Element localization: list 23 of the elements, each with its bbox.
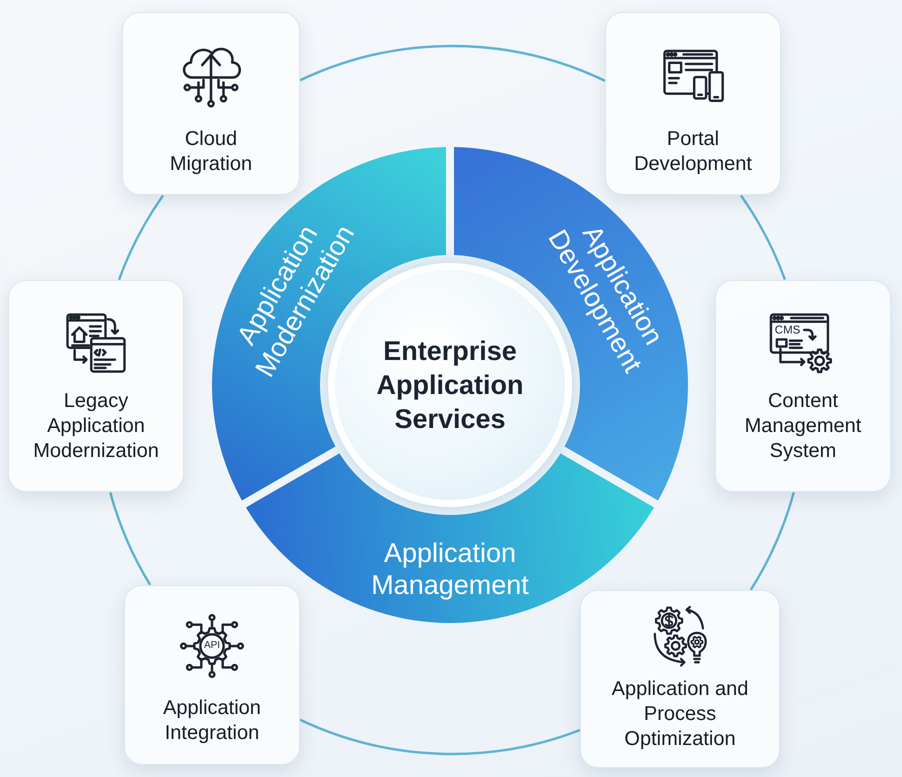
hub-title: Enterprise Application Services [376, 335, 524, 436]
ring-arc [118, 194, 164, 280]
segment-title: Application Management [370, 537, 530, 601]
service-card [605, 12, 781, 195]
card-title: Application and Process Optimization [610, 677, 750, 752]
card-title: Application Integration [162, 696, 262, 746]
ring-arc [740, 194, 786, 280]
service-card [580, 590, 780, 768]
card-title: Portal Development [633, 127, 753, 177]
icon-label: API [204, 641, 220, 652]
ring-arc [109, 492, 152, 586]
service-card [715, 280, 891, 492]
ring-arc [750, 492, 795, 591]
card-title: Legacy Application Modernization [32, 389, 160, 464]
service-card [8, 280, 184, 492]
ring-arc [300, 45, 606, 82]
card-title: Cloud Migration [168, 127, 254, 177]
ring-arc [300, 718, 580, 756]
service-card [122, 12, 300, 195]
icon-label: CMS [774, 325, 800, 337]
ring-segment [245, 453, 655, 623]
service-card [124, 585, 300, 765]
card-title: Content Management System [744, 389, 862, 464]
